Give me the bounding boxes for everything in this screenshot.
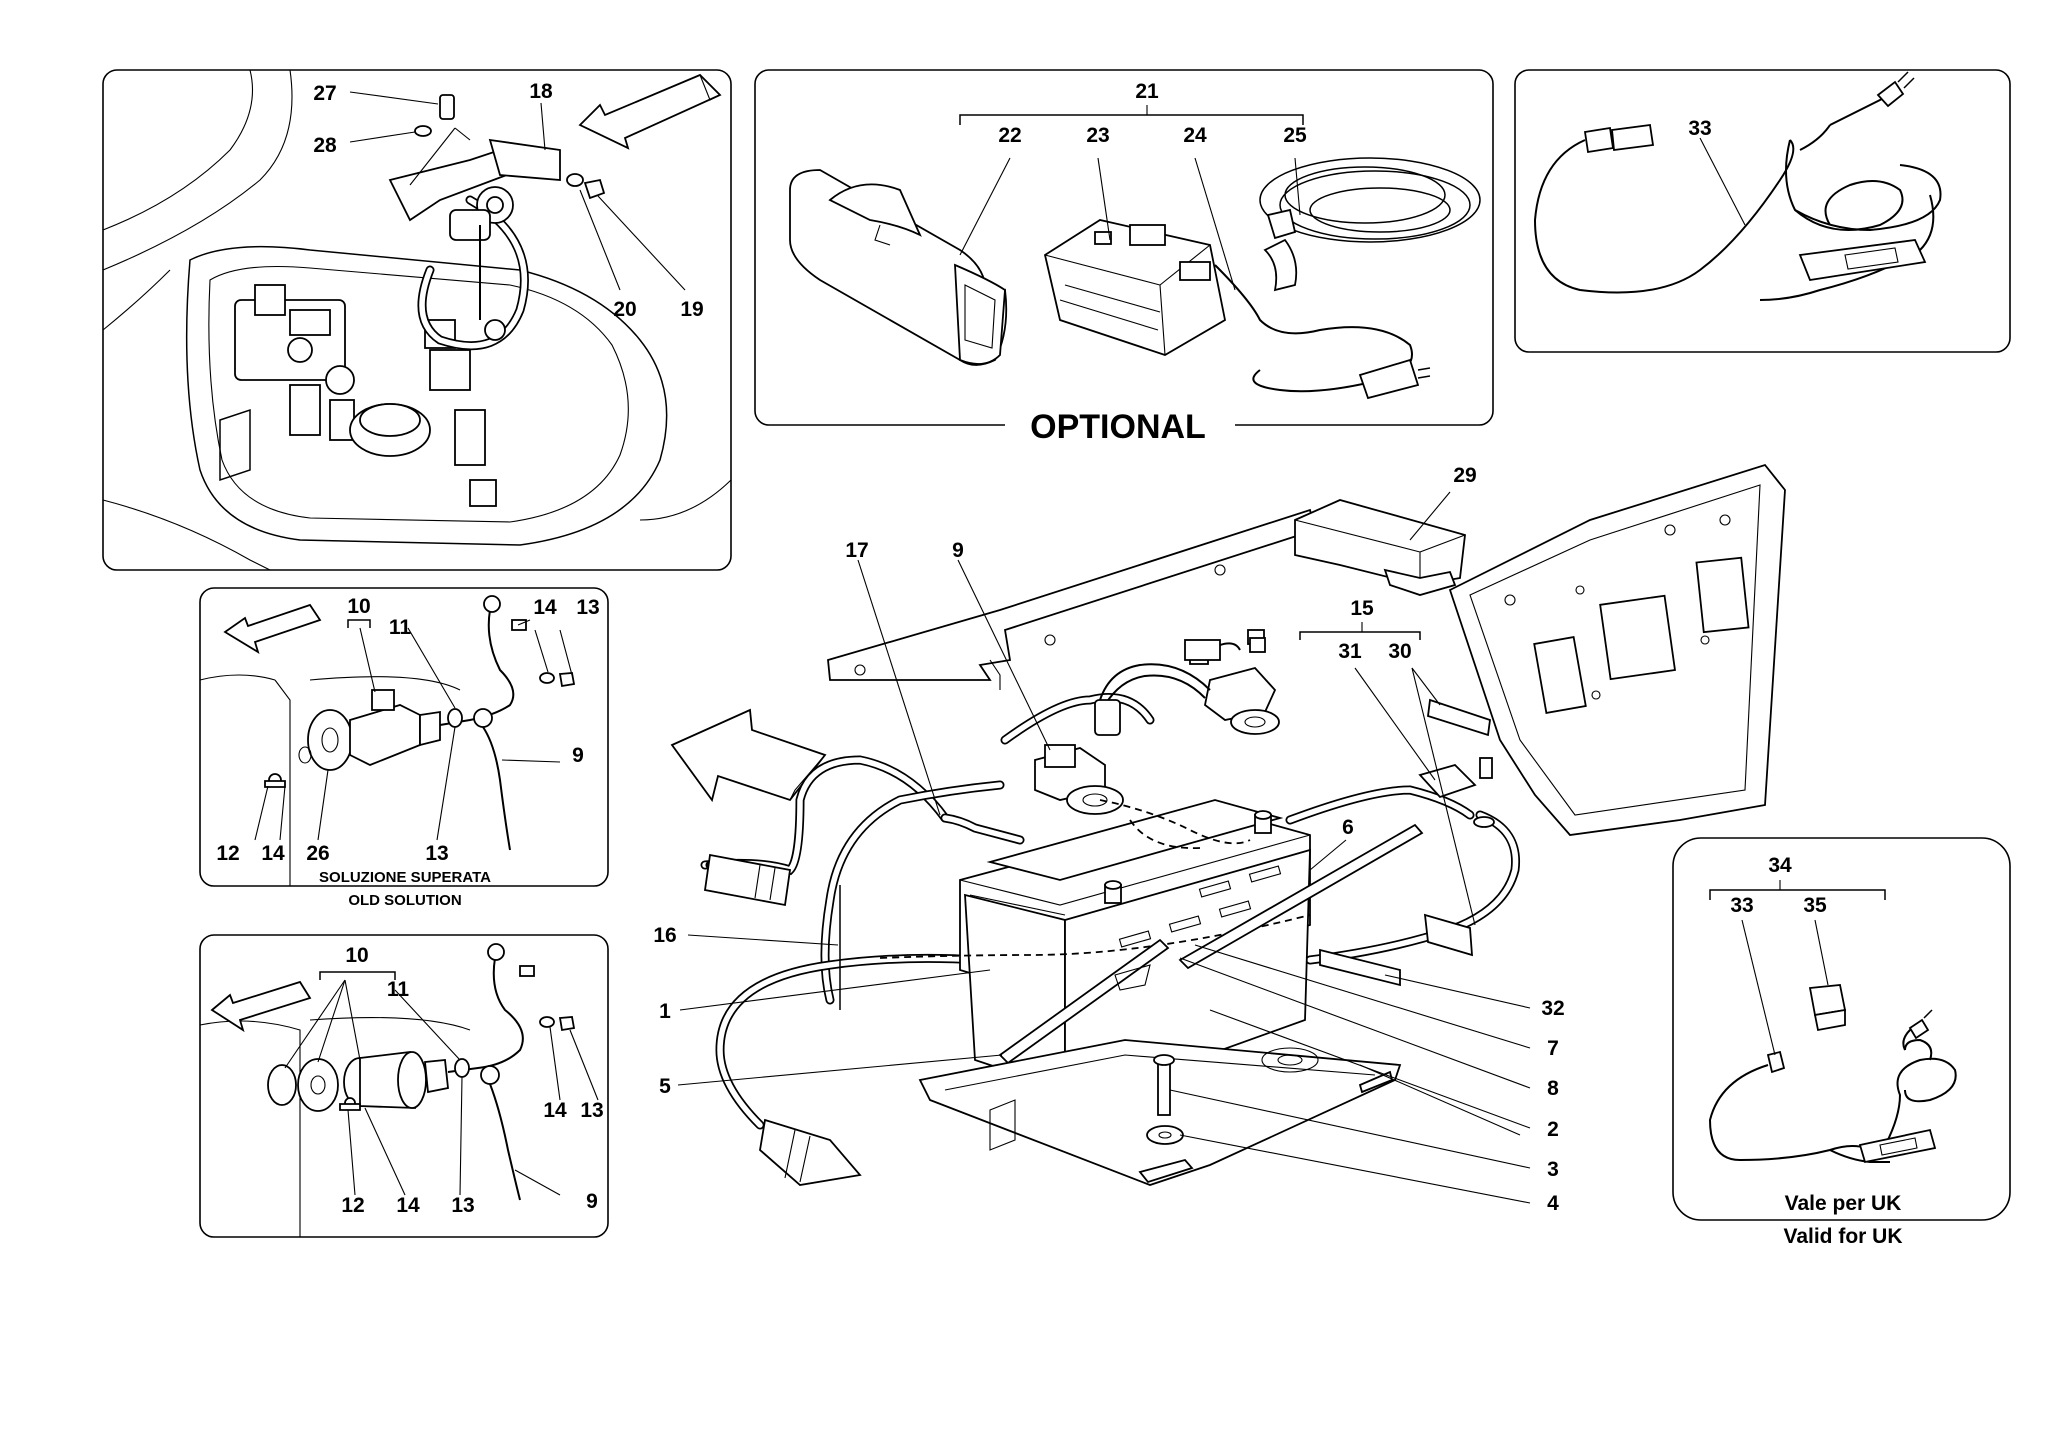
panel-uk: 34 33 35 Vale per UK Valid for UK <box>1672 837 2011 1248</box>
panel-top-left: 27 28 18 20 19 <box>102 69 732 571</box>
callout-14-old-top: 14 <box>533 596 557 619</box>
callout-29: 29 <box>1453 464 1476 487</box>
uk-caption-en: Valid for UK <box>1783 1225 1902 1248</box>
callout-27: 27 <box>313 82 336 105</box>
callout-15: 15 <box>1350 597 1374 620</box>
panel-new-solution: 10 11 14 13 9 12 14 13 <box>199 934 609 1238</box>
old-solution-caption-en: OLD SOLUTION <box>348 892 461 909</box>
callout-1: 1 <box>659 1000 671 1023</box>
callout-28: 28 <box>313 134 337 157</box>
callout-7: 7 <box>1547 1037 1559 1060</box>
callout-22: 22 <box>998 124 1021 147</box>
callout-25: 25 <box>1283 124 1307 147</box>
callout-6: 6 <box>1342 816 1354 839</box>
callout-18: 18 <box>529 80 553 103</box>
callout-9-new: 9 <box>586 1190 598 1213</box>
old-solution-caption-it: SOLUZIONE SUPERATA <box>319 869 491 886</box>
callout-35: 35 <box>1803 894 1827 917</box>
callout-33-top: 33 <box>1688 117 1711 140</box>
callout-14-old-bottom: 14 <box>261 842 285 865</box>
callout-24: 24 <box>1183 124 1207 147</box>
uk-caption-it: Vale per UK <box>1785 1192 1902 1215</box>
callout-8: 8 <box>1547 1077 1559 1100</box>
callout-9-main: 9 <box>952 539 964 562</box>
callout-14-new-right: 14 <box>543 1099 567 1122</box>
callout-2: 2 <box>1547 1118 1559 1141</box>
callout-17: 17 <box>845 539 868 562</box>
main-assembly: 17 9 16 1 5 29 15 31 30 6 32 7 8 2 3 4 <box>653 463 1786 1215</box>
callout-30: 30 <box>1388 640 1411 663</box>
callout-13-new-bottom: 13 <box>451 1194 474 1217</box>
callout-34: 34 <box>1768 854 1792 877</box>
panel-old-solution: 10 11 14 13 9 12 14 26 13 SOLUZIONE SUPE… <box>199 587 609 909</box>
callout-21: 21 <box>1135 80 1159 103</box>
callout-13-new-right: 13 <box>580 1099 603 1122</box>
callout-13-old-bottom: 13 <box>425 842 448 865</box>
callout-3: 3 <box>1547 1158 1559 1181</box>
callout-16: 16 <box>653 924 676 947</box>
callout-13-old-top: 13 <box>576 596 599 619</box>
callout-31: 31 <box>1338 640 1362 663</box>
callout-32: 32 <box>1541 997 1564 1020</box>
panel-top-right: 33 <box>1514 69 2011 353</box>
callout-10-new: 10 <box>345 944 368 967</box>
callout-9-old: 9 <box>572 744 584 767</box>
callout-11-old: 11 <box>389 616 412 639</box>
callout-20: 20 <box>613 298 636 321</box>
panel-optional: 21 22 23 24 25 OPTIONAL <box>754 69 1494 446</box>
callout-23: 23 <box>1086 124 1109 147</box>
callout-11-new: 11 <box>387 978 410 1001</box>
callout-4: 4 <box>1547 1192 1559 1215</box>
callout-19: 19 <box>680 298 703 321</box>
callout-33-uk: 33 <box>1730 894 1753 917</box>
callout-12-new: 12 <box>341 1194 364 1217</box>
callout-14-new-bottom: 14 <box>396 1194 420 1217</box>
callout-10-old: 10 <box>347 595 370 618</box>
callout-5: 5 <box>659 1075 671 1098</box>
callout-26-old: 26 <box>306 842 329 865</box>
callout-12-old: 12 <box>216 842 239 865</box>
optional-caption: OPTIONAL <box>1030 408 1206 446</box>
